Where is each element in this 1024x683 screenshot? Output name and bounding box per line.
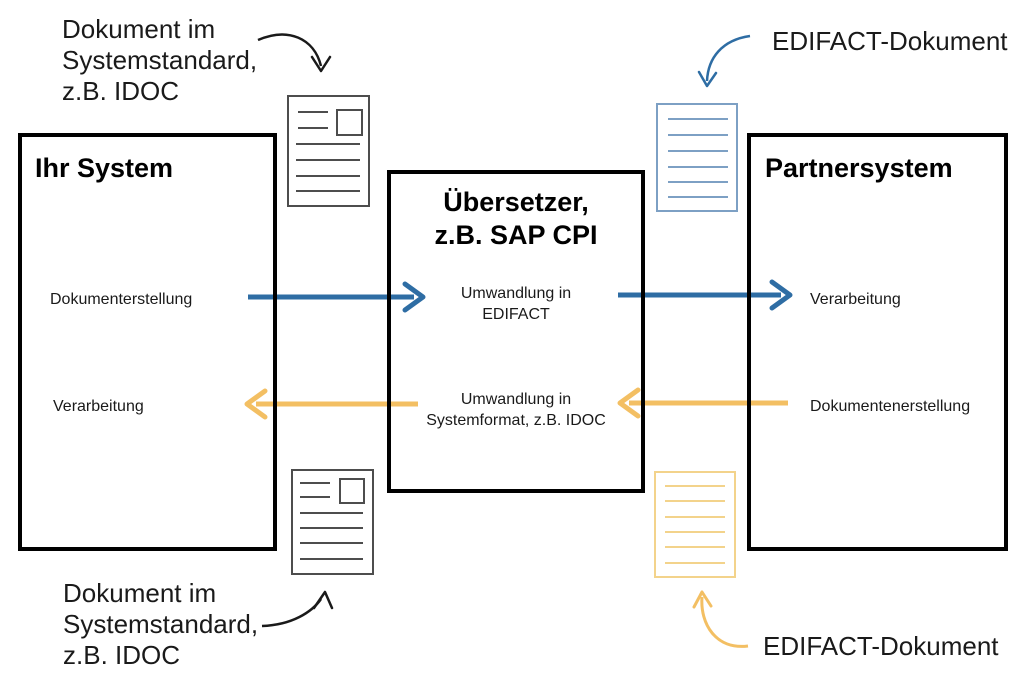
title-uebersetzer: Übersetzer, z.B. SAP CPI bbox=[434, 187, 598, 250]
edifact-document-icon-top bbox=[656, 103, 738, 212]
box-uebersetzer bbox=[387, 170, 645, 493]
box-ihr-system bbox=[18, 133, 277, 551]
curved-arrow-top-left bbox=[257, 33, 332, 73]
title-partnersystem: Partnersystem bbox=[765, 153, 953, 183]
curved-arrow-bottom-right bbox=[692, 590, 749, 648]
label-verarbeitung-left: Verarbeitung bbox=[53, 398, 144, 415]
annotation-edifact-dokument-bottom: EDIFACT-Dokument bbox=[763, 631, 999, 661]
arrow-yellow-right-to-middle bbox=[617, 387, 788, 419]
arrow-yellow-middle-to-left bbox=[244, 388, 418, 420]
curved-arrow-top-right bbox=[697, 34, 751, 88]
annotation-edifact-dokument-top: EDIFACT-Dokument bbox=[772, 26, 1008, 56]
idoc-document-icon-bottom bbox=[291, 469, 374, 575]
label-umwandlung-edifact: Umwandlung in EDIFACT bbox=[460, 285, 572, 323]
edifact-document-icon-bottom bbox=[654, 471, 736, 578]
label-dokumenterstellung: Dokumenterstellung bbox=[50, 291, 193, 308]
label-umwandlung-systemformat: Umwandlung in Systemformat, z.B. IDOC bbox=[426, 391, 606, 429]
label-verarbeitung-right: Verarbeitung bbox=[810, 291, 901, 308]
box-partnersystem bbox=[747, 133, 1008, 551]
label-dokumentenerstellung: Dokumentenerstellung bbox=[810, 398, 971, 415]
annotation-dokument-systemstandard-bottom: Dokument im Systemstandard, z.B. IDOC bbox=[63, 578, 259, 670]
annotation-dokument-systemstandard-top: Dokument im Systemstandard, z.B. IDOC bbox=[62, 14, 258, 106]
title-ihr-system: Ihr System bbox=[35, 153, 174, 183]
idoc-document-icon-top bbox=[287, 95, 370, 207]
arrow-blue-middle-to-right bbox=[618, 279, 793, 311]
curved-arrow-bottom-left bbox=[261, 590, 334, 628]
